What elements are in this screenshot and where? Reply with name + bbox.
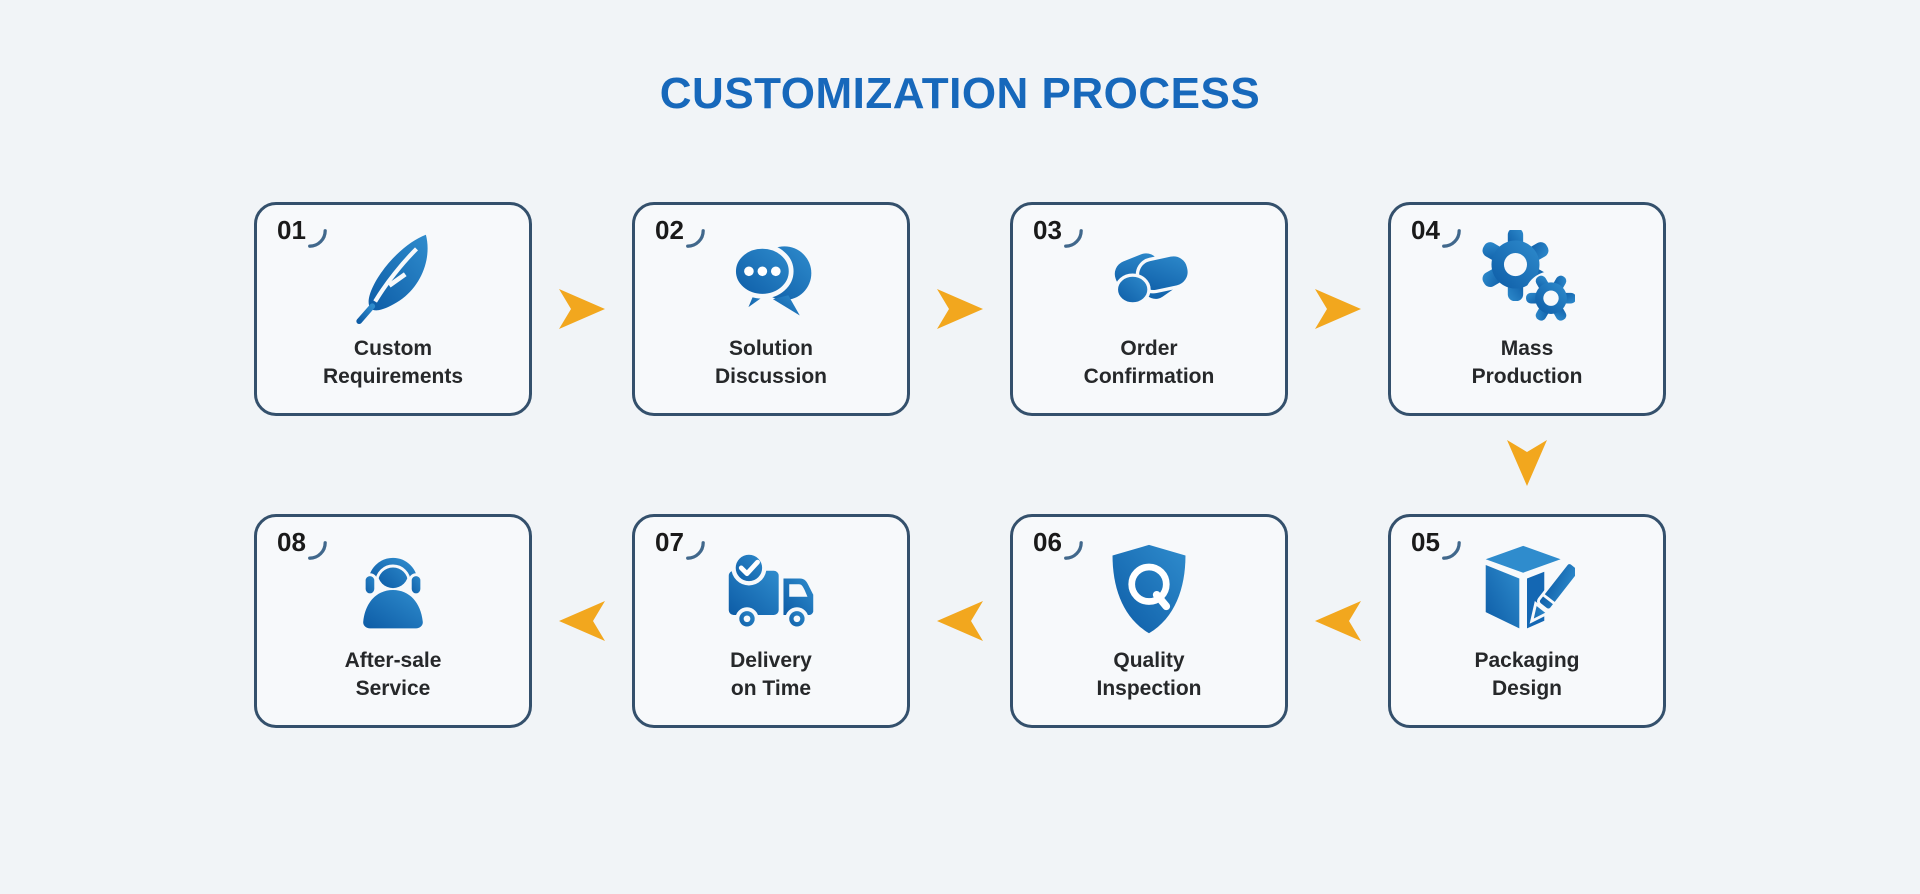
flow-arrow-left	[910, 514, 1010, 728]
step-card-06: 06 Quality Inspection	[1010, 514, 1288, 728]
step-label: Order Confirmation	[1084, 335, 1215, 390]
step-label-line2: Inspection	[1096, 676, 1202, 700]
step-number-wrap: 01	[277, 217, 327, 248]
step-label-line1: Mass	[1500, 337, 1554, 360]
step-label-line2: Confirmation	[1083, 364, 1215, 388]
flow-arrow-right	[910, 202, 1010, 416]
step-number: 05	[1411, 527, 1440, 557]
step-label-line2: Service	[355, 676, 431, 700]
step-card-03: 03 Order Confirmation	[1010, 202, 1288, 416]
box-pencil-icon	[1479, 535, 1575, 645]
flow-arrow-left	[1288, 514, 1388, 728]
page-title: CUSTOMIZATION PROCESS	[659, 69, 1261, 118]
flow-arrow-left	[532, 514, 632, 728]
feather-quill-icon	[346, 223, 440, 333]
flow-arrow-right	[532, 202, 632, 416]
step-number: 08	[277, 527, 306, 557]
step-number-wrap: 04	[1411, 217, 1461, 248]
flow-arrow-right	[1288, 202, 1388, 416]
step-number: 01	[277, 215, 306, 245]
arrow-left-icon	[1315, 601, 1361, 641]
number-arc	[308, 229, 327, 248]
step-card-02: 02 Solution Discussion	[632, 202, 910, 416]
step-card-01: 01 Custom Requirements	[254, 202, 532, 416]
number-arc	[1064, 229, 1083, 248]
process-row-top: 01 Custom Requirements 02	[0, 202, 1920, 416]
number-arc	[1064, 541, 1083, 560]
step-card-04: 04	[1388, 202, 1666, 416]
step-number: 03	[1033, 215, 1062, 245]
chat-bubbles-icon	[723, 223, 819, 333]
arrow-right-icon	[937, 289, 983, 329]
step-label-line1: Quality	[1113, 649, 1185, 672]
number-arc	[686, 541, 705, 560]
shield-q-icon	[1101, 535, 1197, 645]
step-label-line1: After-sale	[344, 649, 442, 672]
headset-agent-icon	[345, 535, 441, 645]
step-label-line2: Discussion	[714, 364, 828, 388]
step-label-line1: Packaging	[1474, 649, 1580, 672]
step-number-wrap: 06	[1033, 529, 1083, 560]
step-label: Delivery on Time	[730, 647, 812, 702]
number-arc	[1442, 541, 1461, 560]
step-number: 02	[655, 215, 684, 245]
number-arc	[686, 229, 705, 248]
step-number: 06	[1033, 527, 1062, 557]
step-label-line1: Solution	[729, 337, 813, 360]
step-number-wrap: 03	[1033, 217, 1083, 248]
step-number-wrap: 07	[655, 529, 705, 560]
step-number-wrap: 02	[655, 217, 705, 248]
step-label-line1: Delivery	[730, 649, 812, 672]
process-row-bottom: 08 After-sale Service 07	[0, 514, 1920, 728]
step-label: After-sale Service	[345, 647, 442, 702]
arrow-right-icon	[1315, 289, 1361, 329]
step-number-wrap: 05	[1411, 529, 1461, 560]
step-card-05: 05 Packaging Design	[1388, 514, 1666, 728]
step-label: Packaging Design	[1474, 647, 1579, 702]
step-number: 04	[1411, 215, 1440, 245]
arrow-left-icon	[559, 601, 605, 641]
truck-check-icon	[723, 535, 819, 645]
arrow-left-icon	[937, 601, 983, 641]
arrow-right-icon	[559, 289, 605, 329]
step-card-07: 07 Delivery on Time	[632, 514, 910, 728]
step-label: Quality Inspection	[1096, 647, 1201, 702]
gears-icon	[1479, 223, 1575, 333]
number-arc	[1442, 229, 1461, 248]
step-label-line1: Order	[1120, 337, 1178, 360]
step-label-line1: Custom	[353, 337, 433, 360]
step-label-line2: Production	[1471, 364, 1583, 388]
step-label: Custom Requirements	[323, 335, 463, 390]
step-label-line2: Design	[1491, 676, 1562, 700]
arrow-down-icon	[1507, 440, 1547, 486]
step-card-08: 08 After-sale Service	[254, 514, 532, 728]
step-label: Mass Production	[1472, 335, 1583, 390]
step-number-wrap: 08	[277, 529, 327, 560]
handshake-icon	[1101, 223, 1197, 333]
step-label: Solution Discussion	[715, 335, 827, 390]
number-arc	[308, 541, 327, 560]
step-number: 07	[655, 527, 684, 557]
step-label-line2: Requirements	[322, 364, 464, 388]
row-connector	[0, 416, 1920, 514]
step-label-line2: on Time	[730, 676, 812, 700]
